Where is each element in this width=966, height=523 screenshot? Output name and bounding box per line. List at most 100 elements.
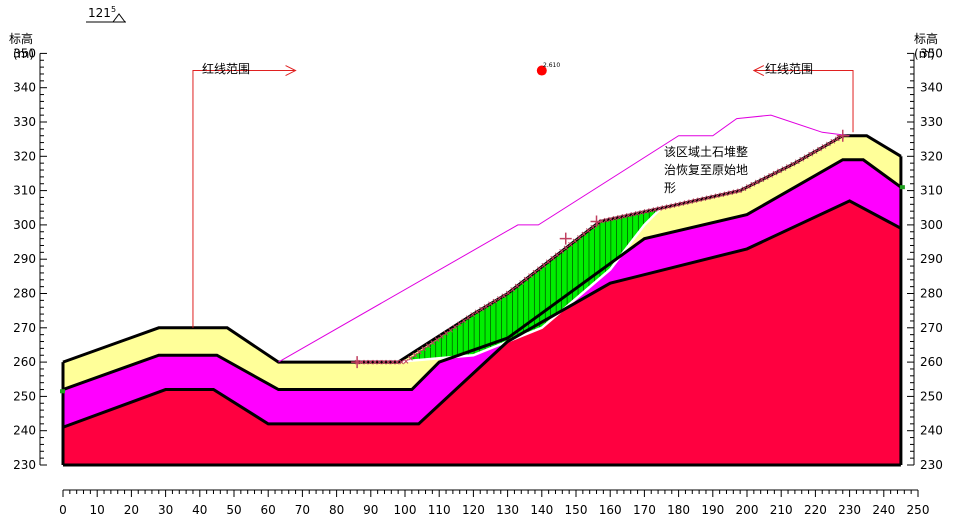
surface-marker: [483, 304, 489, 309]
remediation-note-line3: 形: [664, 181, 676, 195]
bottom-axis-tick-label: 190: [701, 503, 724, 517]
surface-marker: [519, 280, 524, 285]
surface-marker: [430, 340, 436, 346]
section-marker-icon: [112, 13, 126, 23]
surface-marker: [777, 168, 782, 174]
redline-left-arrow-icon: [285, 65, 297, 76]
surface-marker: [554, 252, 560, 258]
right-axis-tick-label: 290: [920, 252, 943, 266]
surface-marker: [585, 228, 591, 233]
surface-marker: [550, 255, 556, 261]
surface-marker: [812, 149, 818, 154]
surface-marker: [781, 166, 787, 172]
surface-marker: [683, 200, 689, 205]
left-axis-title: 标高: [9, 31, 33, 46]
bottom-axis-tick-label: 30: [158, 503, 173, 517]
slip-center-dot: [536, 65, 547, 76]
bedrock-layer: [63, 200, 901, 465]
left-axis-tick-label: 270: [13, 321, 36, 335]
redline-left: [192, 70, 296, 328]
surface-marker: [425, 343, 431, 349]
redline-left-label: 红线范围: [202, 61, 250, 76]
fill-zone-area: [394, 207, 662, 363]
surface-marker: [834, 136, 840, 142]
right-axis-tick-label: 270: [920, 321, 943, 335]
left-axis-tick-label: 250: [13, 389, 36, 403]
surface-marker: [750, 181, 756, 187]
bottom-axis-tick-label: 10: [90, 503, 105, 517]
section-label-suffix: 5: [111, 5, 116, 14]
surface-marker: [728, 190, 733, 196]
bottom-axis-tick-label: 180: [667, 503, 690, 517]
surface-marker: [457, 321, 462, 327]
bottom-axis-tick-label: 200: [736, 503, 759, 517]
surface-marker: [492, 298, 498, 304]
surface-marker: [648, 208, 653, 213]
left-axis-tick-label: 350: [13, 46, 36, 60]
remediation-note-line2: 治恢复至原始地: [664, 163, 748, 177]
right-axis-tick-label: 340: [920, 81, 943, 95]
yellow-base-outline: [62, 158, 902, 392]
surface-marker: [448, 327, 453, 333]
right-axis-tick-label: 240: [920, 424, 943, 438]
left-axis-tick-label: 230: [13, 458, 36, 472]
surface-marker: [830, 139, 836, 144]
surface-marker: [390, 359, 396, 365]
right-axis-tick-label: 350: [920, 46, 943, 60]
layer-outlines: [61, 134, 903, 467]
surface-marker: [403, 359, 409, 364]
magenta-layer: [63, 159, 901, 428]
right-axis-tick-label: 330: [920, 115, 943, 129]
surface-marker: [385, 359, 391, 365]
right-axis-unit: (m): [914, 47, 935, 61]
surface-marker: [652, 207, 658, 212]
surface-marker: [545, 259, 551, 265]
right-axis-title: 标高: [914, 31, 938, 46]
surface-marker: [474, 309, 480, 315]
surface-marker: [399, 359, 404, 365]
surface-marker: [528, 273, 533, 278]
left-axis-tick-label: 340: [13, 81, 36, 95]
surface-marker: [746, 184, 751, 189]
bottom-axis-tick-label: 90: [363, 503, 378, 517]
bottom-axis-tick-label: 230: [838, 503, 861, 517]
surface-marker: [661, 205, 667, 210]
surface-marker: [710, 194, 716, 200]
surface-marker: [581, 231, 587, 237]
bottom-axis-tick-label: 210: [770, 503, 793, 517]
surface-marker: [803, 154, 809, 160]
surface-marker: [523, 276, 529, 282]
surface-marker: [732, 189, 738, 195]
surface-marker: [577, 235, 582, 240]
surface-marker: [679, 201, 685, 206]
fill-zone: [394, 206, 663, 364]
surface-marker: [421, 346, 427, 352]
surface-marker: [754, 179, 760, 185]
surface-marker: [714, 193, 720, 199]
bottom-axis-tick-label: 60: [261, 503, 276, 517]
surface-marker: [479, 306, 484, 312]
surface-marker: [692, 198, 698, 204]
surface-marker: [376, 359, 382, 365]
left-axis-tick-label: 310: [13, 184, 36, 198]
bottom-axis-tick-label: 150: [565, 503, 588, 517]
surface-marker: [625, 212, 631, 218]
surface-marker: [372, 359, 378, 365]
bottom-axis-tick-label: 70: [295, 503, 310, 517]
redline-right: [753, 70, 854, 133]
surface-marker: [768, 172, 773, 178]
surface-marker: [741, 186, 747, 192]
surface-marker: [439, 334, 444, 339]
left-axis-tick-label: 290: [13, 252, 36, 266]
surface-marker: [541, 262, 547, 268]
right-axis-tick-label: 230: [920, 458, 943, 472]
surface-marker: [688, 199, 693, 205]
redline-right-arrow-icon: [752, 65, 765, 76]
plus-marker-icon: [836, 129, 849, 142]
surface-marker: [737, 188, 742, 194]
section-label: 121: [88, 6, 111, 20]
bottom-axis-tick-label: 100: [394, 503, 417, 517]
surface-marker: [510, 287, 516, 292]
